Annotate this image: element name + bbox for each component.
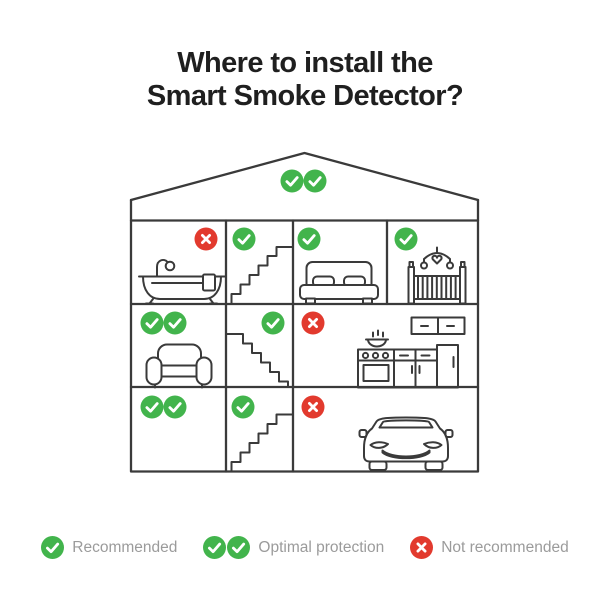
check-badge-icon [231, 395, 255, 419]
check-badge-icon [163, 395, 187, 419]
mobile-toy-right [446, 261, 454, 270]
room-hallway [140, 395, 187, 419]
kitchen-icon [357, 316, 466, 389]
house-outline [129, 151, 480, 473]
crib-post-right-knob [460, 261, 466, 268]
cross-badge-icon [410, 536, 434, 559]
legend-item-not-recommended: Not recommended [410, 536, 569, 559]
steaming-pot [365, 329, 389, 348]
legend-label: Not recommended [441, 538, 569, 556]
mobile-toy-left [420, 261, 428, 270]
car-grille [381, 449, 431, 460]
stove-knob [361, 351, 370, 360]
check-badge-icon [140, 395, 164, 419]
car-wheel-left [368, 460, 388, 471]
bathtub-body [142, 275, 222, 300]
pot-steam [372, 329, 384, 338]
crib-post-left-knob [408, 261, 414, 268]
sofa-feet [154, 383, 203, 389]
stairs-icon [230, 246, 294, 305]
house-walls [129, 198, 480, 473]
bathtub-shower-head [164, 260, 176, 272]
pot-bowl [365, 338, 389, 348]
check-badge-icon [303, 169, 327, 193]
room-bedroom [297, 227, 379, 305]
cross-badge-icon [301, 395, 325, 419]
room-nursery [394, 227, 467, 305]
bed-icon [299, 261, 379, 305]
oven-door [362, 364, 390, 382]
crib-icon [407, 246, 467, 305]
attic [280, 169, 327, 193]
check-badge-icon [261, 311, 285, 335]
check-badge-icon [394, 227, 418, 251]
check-badge-icon [280, 169, 304, 193]
room-staircase-top [230, 227, 294, 305]
room-garage [301, 395, 454, 471]
double-check-badge-icon [203, 536, 251, 559]
car-headlight-left [369, 441, 389, 449]
car-icon [358, 416, 454, 471]
bathtub-feet [145, 298, 218, 305]
base-cabinet-details [393, 348, 438, 389]
check-badge-icon [41, 536, 65, 559]
bathtub-towel [202, 273, 216, 292]
sofa-arm-left [145, 356, 163, 386]
base-cabinets [393, 348, 438, 389]
legend-item-optimal-protection: Optimal protection [203, 536, 384, 559]
legend-item-recommended: Recommended [41, 536, 177, 559]
roof-line [129, 151, 480, 202]
stove [357, 348, 395, 389]
bed-foot-right [362, 297, 373, 305]
title-line-1: Where to install the [177, 47, 433, 79]
sofa-arm-right [195, 356, 213, 386]
crib-post-right [459, 266, 467, 305]
mobile-arm [423, 246, 451, 264]
check-badge-icon [140, 311, 164, 335]
stove-knob [371, 351, 380, 360]
room-staircase-bottom [230, 395, 294, 472]
page-title: Where to install the Smart Smoke Detecto… [0, 47, 610, 113]
room-kitchen [301, 311, 466, 389]
room-living-room [140, 311, 213, 389]
car-wheel-right [424, 460, 444, 471]
tall-cabinet [436, 344, 459, 389]
car-mirror-left [358, 429, 368, 438]
crib-bars [417, 275, 457, 300]
car-body [363, 416, 449, 463]
car-headlight-right [423, 441, 443, 449]
bathtub-shower-pipe [156, 258, 169, 277]
bed-mattress [299, 284, 379, 300]
title-line-2: Smart Smoke Detector? [146, 80, 464, 112]
cross-badge-icon [194, 227, 218, 251]
car-windshield [378, 419, 434, 429]
mobile-heart [431, 254, 443, 265]
sofa-icon [145, 343, 213, 389]
baby-mobile [420, 246, 454, 270]
legend-label: Recommended [72, 538, 178, 556]
wall-cabinet-details [420, 316, 455, 335]
tall-cabinet-body [436, 344, 459, 389]
legend: Recommended Optimal protection Not recom… [0, 536, 610, 559]
room-dividers [224, 219, 389, 473]
stairs-icon [230, 413, 294, 472]
crib-post-left [407, 266, 415, 305]
bathtub-icon [138, 258, 226, 305]
room-staircase-middle [225, 311, 289, 388]
cross-badge-icon [301, 311, 325, 335]
check-badge-icon [297, 227, 321, 251]
bed-foot-left [305, 297, 316, 305]
check-badge-icon [163, 311, 187, 335]
room-bathroom [138, 227, 226, 305]
check-badge-icon [232, 227, 256, 251]
legend-label: Optimal protection [258, 538, 385, 556]
stairs-icon [225, 333, 289, 388]
stove-knob [381, 351, 390, 360]
car-mirror-right [444, 429, 454, 438]
